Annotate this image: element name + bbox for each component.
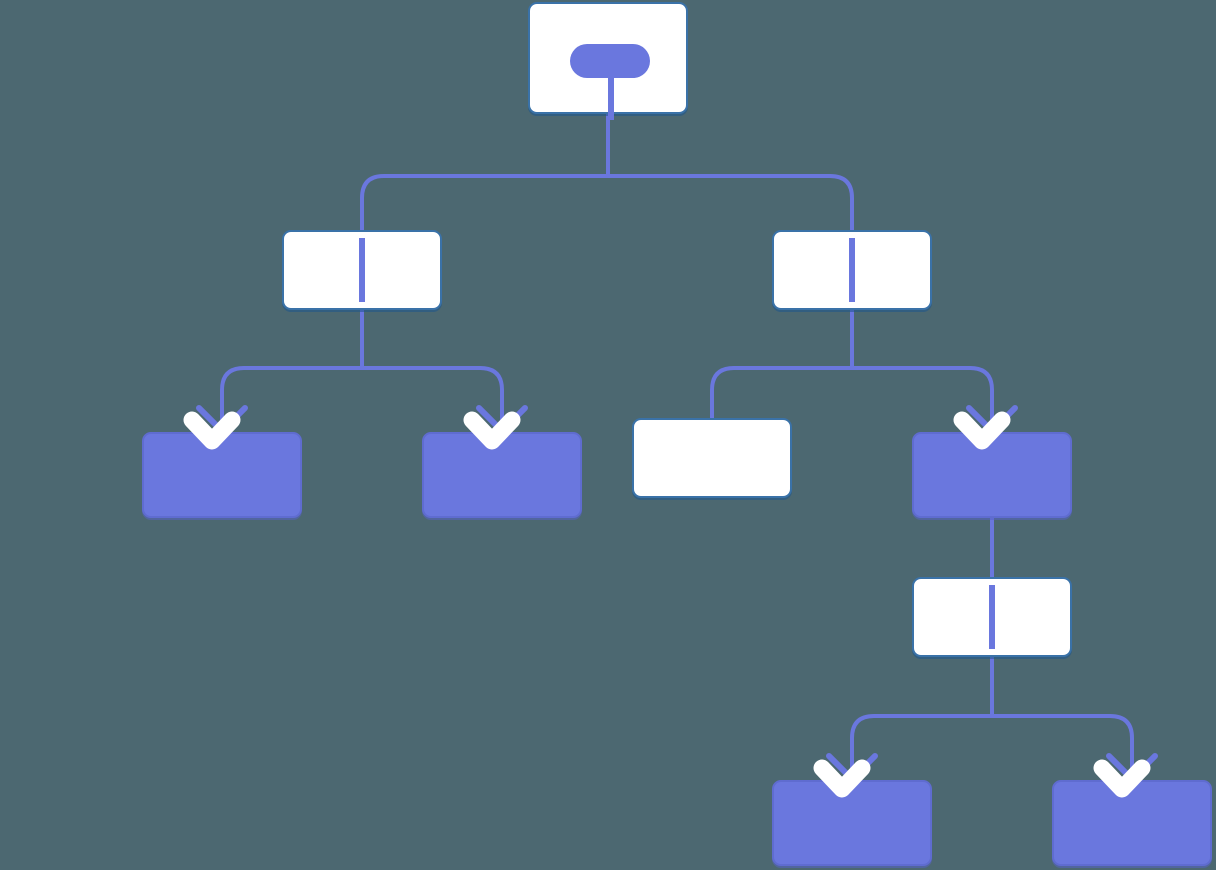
level3-node-c[interactable]: [632, 418, 792, 498]
level5-left-node-label: [774, 782, 930, 864]
level5-right-node-label: [1054, 782, 1210, 864]
level3-node-a[interactable]: [142, 432, 302, 518]
level3-node-c-label: [634, 420, 790, 496]
level5-left-node[interactable]: [772, 780, 932, 866]
root-node-pill-label: [570, 44, 650, 78]
passthrough-line-level2-left: [359, 238, 365, 302]
level3-node-b-label: [424, 434, 580, 516]
level3-node-b[interactable]: [422, 432, 582, 518]
passthrough-line-level4: [989, 585, 995, 649]
root-node[interactable]: [528, 2, 688, 120]
level3-node-d[interactable]: [912, 432, 1072, 518]
level3-node-a-label: [144, 434, 300, 516]
level3-node-d-label: [914, 434, 1070, 516]
root-node-stem: [608, 76, 614, 120]
level5-right-node[interactable]: [1052, 780, 1212, 866]
passthrough-line-level2-right: [849, 238, 855, 302]
